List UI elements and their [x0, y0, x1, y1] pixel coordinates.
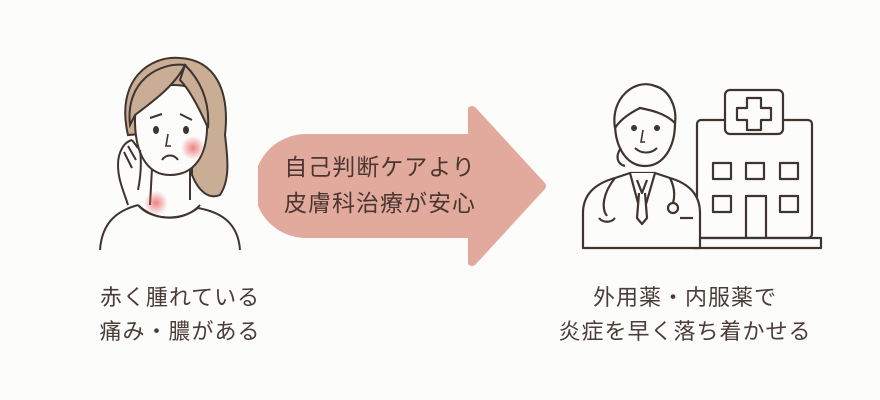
- arrow-text-line-2: 皮膚科治療が安心: [284, 191, 476, 217]
- left-caption: 赤く腫れている 痛み・膿がある: [60, 282, 300, 350]
- right-caption: 外用薬・内服薬で 炎症を早く落ち着かせる: [520, 282, 850, 350]
- right-caption-line-2: 炎症を早く落ち着かせる: [558, 320, 812, 345]
- arrow-text-line-1: 自己判断ケアより: [284, 155, 476, 181]
- arrow-message: 自己判断ケアより 皮膚科治療が安心: [270, 150, 490, 222]
- left-caption-line-1: 赤く腫れている: [99, 286, 261, 311]
- woman-illustration-icon: [99, 56, 241, 251]
- left-caption-line-2: 痛み・膿がある: [99, 320, 261, 345]
- right-caption-line-1: 外用薬・内服薬で: [592, 286, 777, 311]
- doctor-hospital-illustration-icon: [581, 83, 823, 250]
- arrow-right-icon: [258, 106, 546, 266]
